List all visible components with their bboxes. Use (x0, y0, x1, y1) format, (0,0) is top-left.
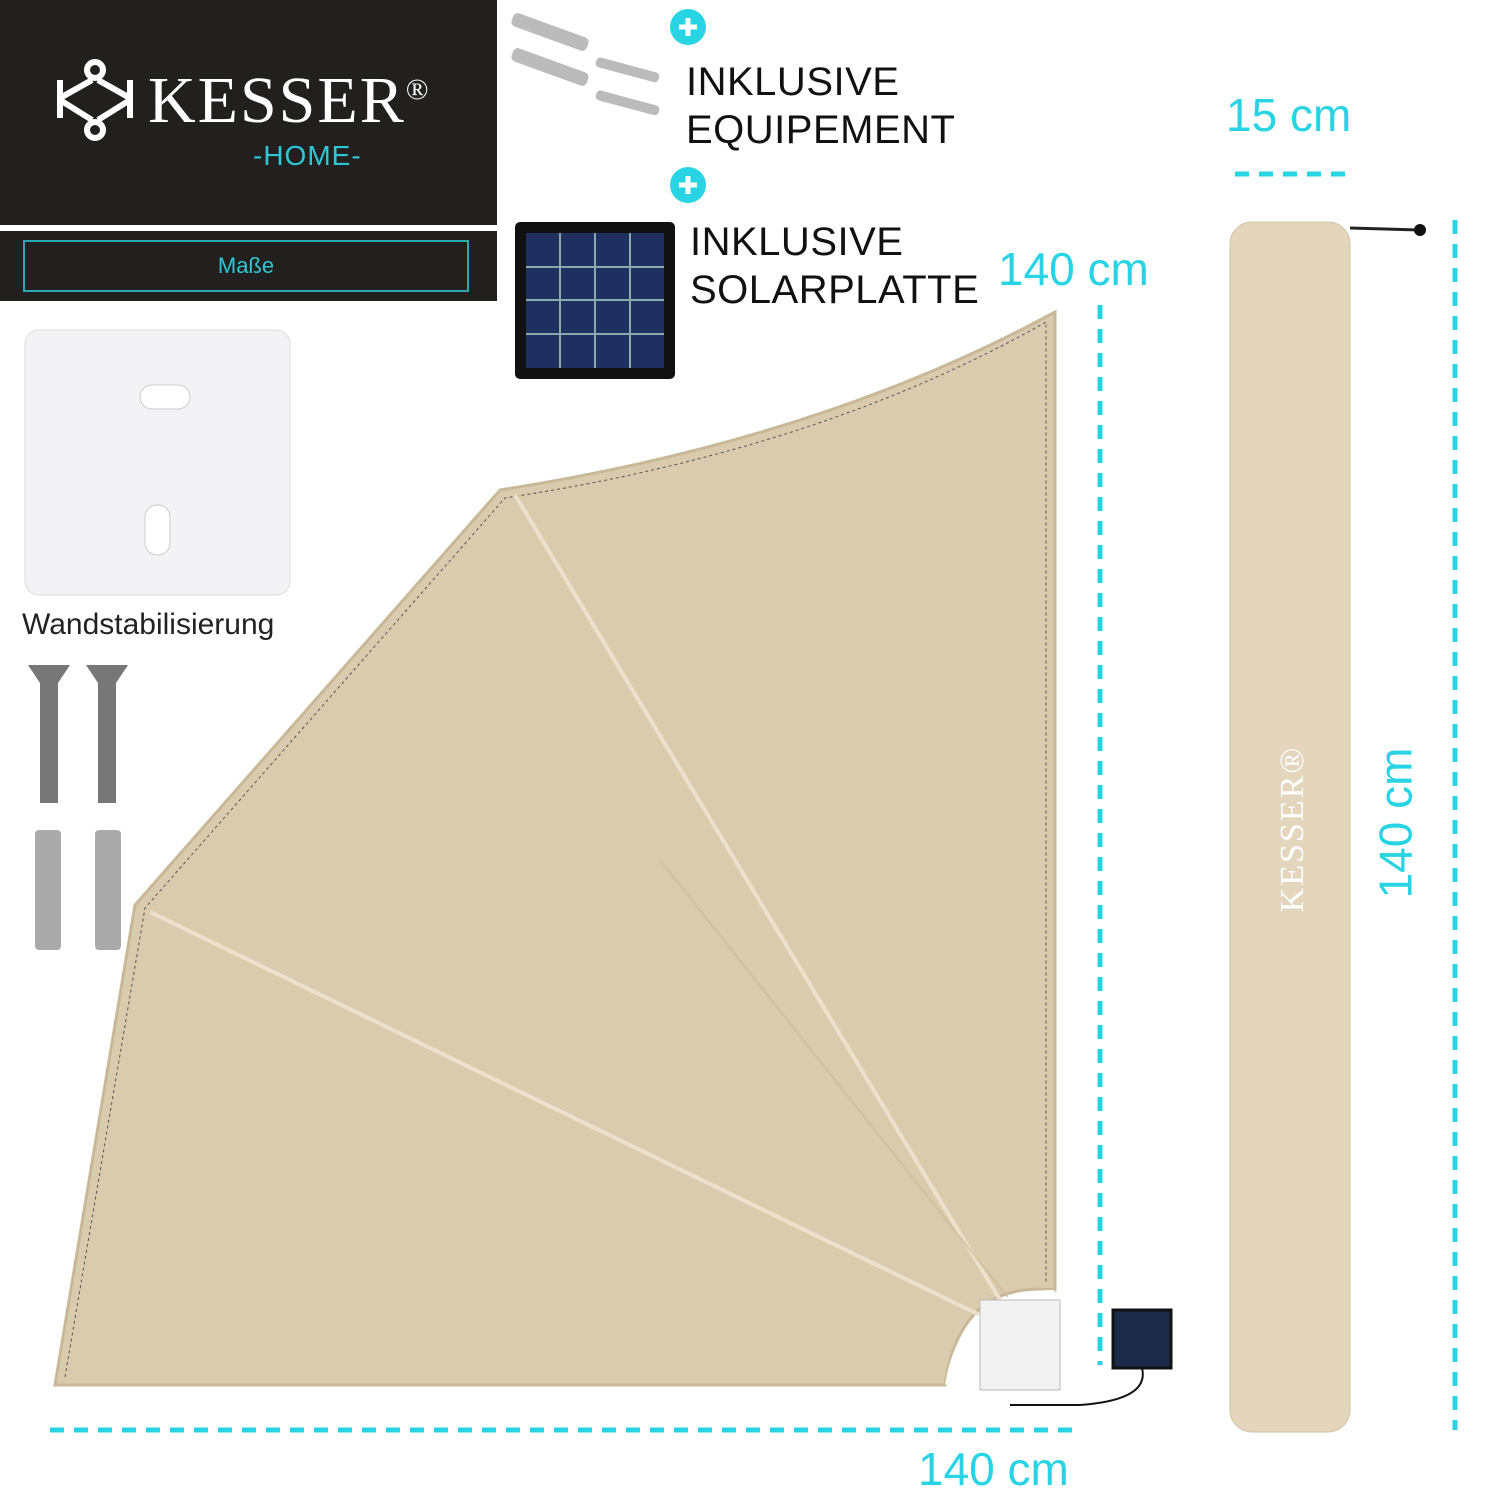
section-bar (0, 231, 497, 301)
plus-icon (670, 9, 706, 45)
kesser-logo-mark (57, 59, 133, 141)
plus-icon (670, 167, 706, 203)
fan-screen (53, 309, 1173, 1406)
tube-width-label: 15 cm (1226, 89, 1352, 141)
equipment-image (511, 13, 660, 116)
solar-panel-image (515, 222, 675, 379)
feature-line: INKLUSIVE (686, 60, 900, 104)
storage-tube (1229, 221, 1426, 1433)
section-label: Maße (23, 240, 469, 292)
wall-bracket-label: Wandstabilisierung (22, 608, 275, 641)
dimension-lines (50, 171, 1458, 1433)
brand-name-text: KESSER (148, 64, 406, 137)
divider (0, 225, 497, 231)
fan-width-label: 140 cm (918, 1443, 1069, 1495)
feature-line: SOLARPLATTE (690, 268, 980, 312)
brand-name: KESSER® (148, 68, 431, 134)
feature-line: INKLUSIVE (690, 220, 904, 264)
fan-height-label: 140 cm (998, 243, 1149, 295)
registered-mark: ® (405, 73, 431, 106)
tube-length-label: 140 cm (1369, 747, 1422, 899)
screws-image (28, 665, 128, 950)
brand-sub: -HOME- (253, 140, 362, 171)
tube-logo: KESSER® (1274, 745, 1312, 913)
wall-bracket-image (24, 329, 291, 596)
feature-line: EQUIPEMENT (686, 108, 956, 152)
